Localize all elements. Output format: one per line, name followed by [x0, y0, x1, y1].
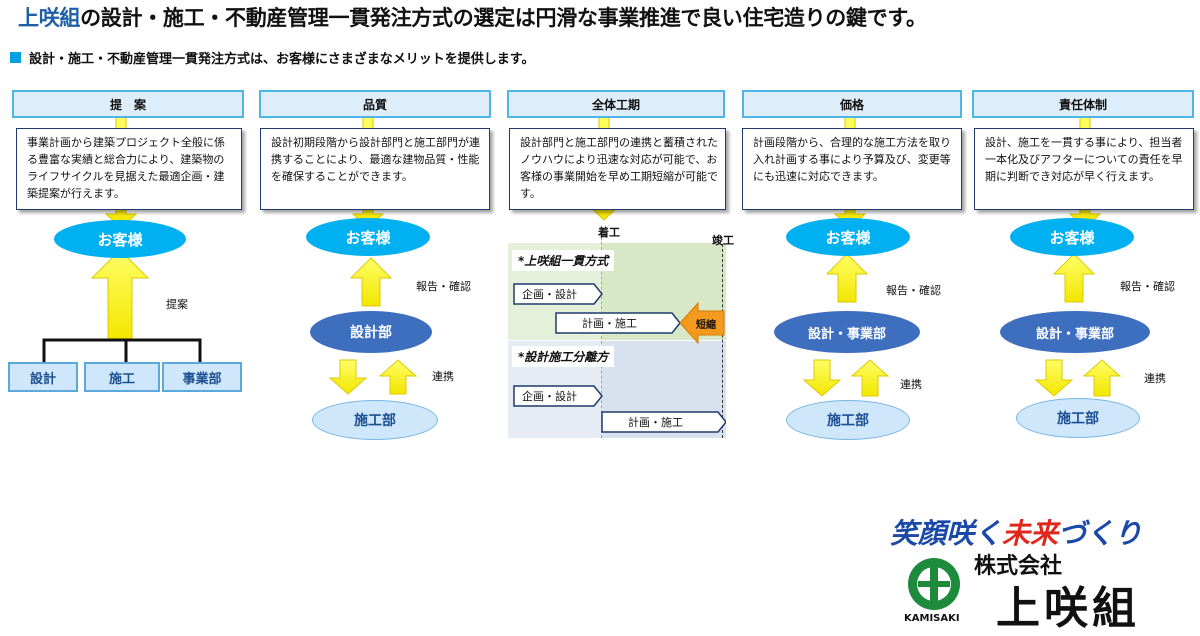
shorten-arrow	[679, 301, 725, 345]
chevron-plan-separated	[513, 385, 603, 407]
bullet-square-icon	[10, 52, 21, 63]
stage-plan-integrated: 企画・設計	[522, 288, 577, 301]
customer-ellipse: お客様	[786, 218, 910, 256]
end-label: 竣工	[712, 234, 734, 247]
construction-dept-ellipse: 施工部	[1016, 398, 1140, 438]
start-line	[601, 232, 602, 438]
desc-proposal: 事業計画から建築プロジェクト全般に係る豊富な実績と総合力により、建築物のライフサ…	[16, 128, 242, 210]
column-header-proposal: 提 案	[12, 90, 244, 118]
construction-dept-ellipse: 施工部	[786, 400, 910, 440]
report-confirm-label: 報告・確認	[416, 280, 471, 293]
down-arrow-col2-link	[328, 359, 368, 395]
title-text: の設計・施工・不動産管理一貫発注方式の選定は円滑な事業推進で良い住宅造りの鍵です…	[80, 6, 927, 30]
desc-price: 計画段階から、合理的な施工方法を取り入れ計画する事により予算及び、変更等にも迅速…	[742, 128, 962, 210]
dept-box-business: 事業部	[162, 362, 242, 392]
customer-ellipse: お客様	[54, 220, 186, 258]
slogan-part-c: づくり	[1058, 517, 1143, 550]
desc-schedule: 設計部門と施工部門の連携と蓄積されたノウハウにより迅速な対応が可能で、お客様の事…	[509, 128, 726, 210]
chevron-plan-integrated	[513, 283, 603, 305]
logo-romaji: KAMISAKI	[904, 613, 960, 624]
design-business-dept-ellipse: 設計・事業部	[1000, 311, 1150, 353]
up-arrow-col5-link	[1082, 359, 1122, 397]
timeline-bars	[513, 283, 726, 433]
up-arrow-col5	[1052, 253, 1096, 303]
column-header-price: 価格	[742, 90, 962, 118]
construction-dept-ellipse: 施工部	[312, 400, 438, 440]
method-integrated-label: *上咲組一貫方式	[512, 250, 615, 271]
page-title: 上咲組の設計・施工・不動産管理一貫発注方式の選定は円滑な事業推進で良い住宅造りの…	[18, 2, 927, 32]
chevron-build-separated	[601, 411, 726, 433]
company-type: 株式会社	[974, 554, 1063, 579]
subtitle: 設計・施工・不動産管理一貫発注方式は、お客様にさまざまなメリットを提供します。	[10, 48, 534, 67]
down-arrow-col5-link	[1034, 359, 1074, 397]
slogan-part-b: 未来	[1002, 517, 1059, 550]
column-header-quality: 品質	[259, 90, 491, 118]
slogan-part-a: 笑顔咲く	[890, 517, 1003, 550]
up-arrow-col2	[349, 257, 393, 307]
stage-build-integrated: 計画・施工	[582, 317, 637, 330]
dept-box-construction: 施工	[84, 362, 160, 392]
up-arrow-col4	[825, 253, 869, 303]
desc-quality: 設計初期段階から設計部門と施工部門が連携することにより、最適な建物品質・性能を確…	[260, 128, 490, 210]
kamisaki-logo-icon	[908, 558, 960, 610]
desc-responsibility: 設計、施工を一貫する事により、担当者一本化及びアフターについての責任を早期に判断…	[974, 128, 1194, 210]
stage-build-separated: 計画・施工	[628, 416, 683, 429]
customer-ellipse: お客様	[1010, 218, 1134, 256]
column-header-responsibility: 責任体制	[972, 90, 1194, 118]
start-label: 着工	[598, 226, 620, 239]
stage-plan-separated: 企画・設計	[522, 390, 577, 403]
up-arrow-col4-link	[850, 359, 890, 397]
method-separated-label: *設計施工分離方	[512, 346, 615, 367]
up-arrow-col1	[90, 249, 150, 341]
down-arrow-col4-link	[802, 359, 842, 397]
title-brand: 上咲組	[18, 6, 81, 30]
proposal-arrow-label: 提案	[166, 298, 188, 311]
design-dept-ellipse: 設計部	[310, 311, 432, 353]
company-name: 上咲組	[996, 583, 1140, 634]
report-confirm-label: 報告・確認	[1120, 280, 1175, 293]
link-label: 連携	[900, 378, 922, 391]
chevron-build-integrated	[555, 312, 681, 334]
end-line	[722, 244, 723, 438]
logo-slogan: 笑顔咲く未来づくり	[890, 512, 1142, 552]
link-label: 連携	[432, 370, 454, 383]
link-label: 連携	[1144, 372, 1166, 385]
dept-box-design: 設計	[8, 362, 78, 392]
customer-ellipse: お客様	[306, 218, 430, 256]
up-arrow-col2-link	[378, 359, 418, 395]
design-business-dept-ellipse: 設計・事業部	[774, 311, 920, 353]
shorten-label: 短縮	[696, 320, 716, 331]
subtitle-text: 設計・施工・不動産管理一貫発注方式は、お客様にさまざまなメリットを提供します。	[29, 52, 535, 67]
column-header-schedule: 全体工期	[507, 90, 725, 118]
org-tree-lines	[42, 338, 202, 362]
report-confirm-label: 報告・確認	[886, 284, 941, 297]
